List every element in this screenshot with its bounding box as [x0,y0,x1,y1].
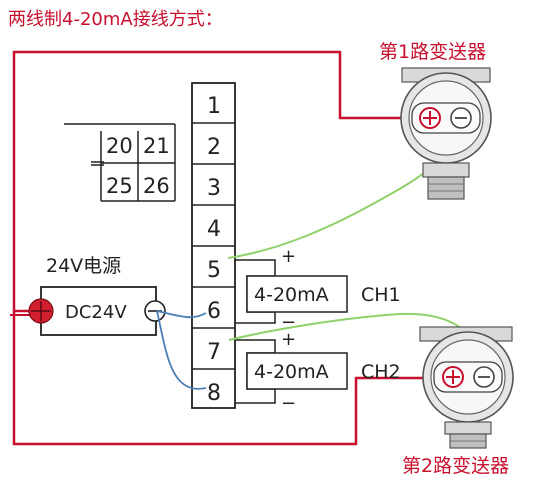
dc-positive-terminal [28,298,54,324]
aux-terminal-20: 20 [106,134,133,158]
ch2-bracket [235,339,348,404]
terminal-3: 3 [207,176,221,201]
dc-negative-terminal [144,300,166,322]
blue-wires [156,310,207,390]
dc24v-label: DC24V [65,302,127,323]
transmitter-2-minus-terminal [473,366,495,388]
ch2-signal: 4-20mA [254,361,329,383]
terminal-8: 8 [207,381,221,406]
aux-terminal-25: 25 [106,174,133,198]
ch1-bracket [235,259,348,324]
red-power-wires [12,50,451,446]
terminal-strip [191,82,236,409]
ch1-signal: 4-20mA [254,284,329,306]
aux-terminal-26: 26 [143,174,170,198]
transmitter-2 [419,326,514,449]
transmitter-1-plus-terminal [419,107,441,129]
terminal-7: 7 [207,340,221,365]
transmitter-2-label: 第2路变送器 [402,455,509,477]
transmitter-2-plus-terminal [442,366,464,388]
ch2-plus: + [281,329,296,350]
aux-terminal-grid [64,123,176,202]
terminal-4: 4 [207,217,221,242]
dc24v-box [40,286,157,336]
ch2-minus: − [281,393,296,414]
ch1-plus: + [281,246,296,267]
terminal-6: 6 [207,299,221,324]
power-label: 24V电源 [46,255,121,277]
page-title: 两线制4-20mA接线方式： [8,9,223,30]
terminal-1: 1 [207,94,221,119]
aux-terminal-21: 21 [143,134,170,158]
ch1-name: CH1 [361,284,401,306]
terminal-5: 5 [207,258,221,283]
ch2-name: CH2 [361,361,401,383]
transmitter-1 [400,67,492,200]
transmitter-1-minus-terminal [450,107,472,129]
transmitter-1-label: 第1路变送器 [379,41,486,63]
terminal-2: 2 [207,135,221,160]
